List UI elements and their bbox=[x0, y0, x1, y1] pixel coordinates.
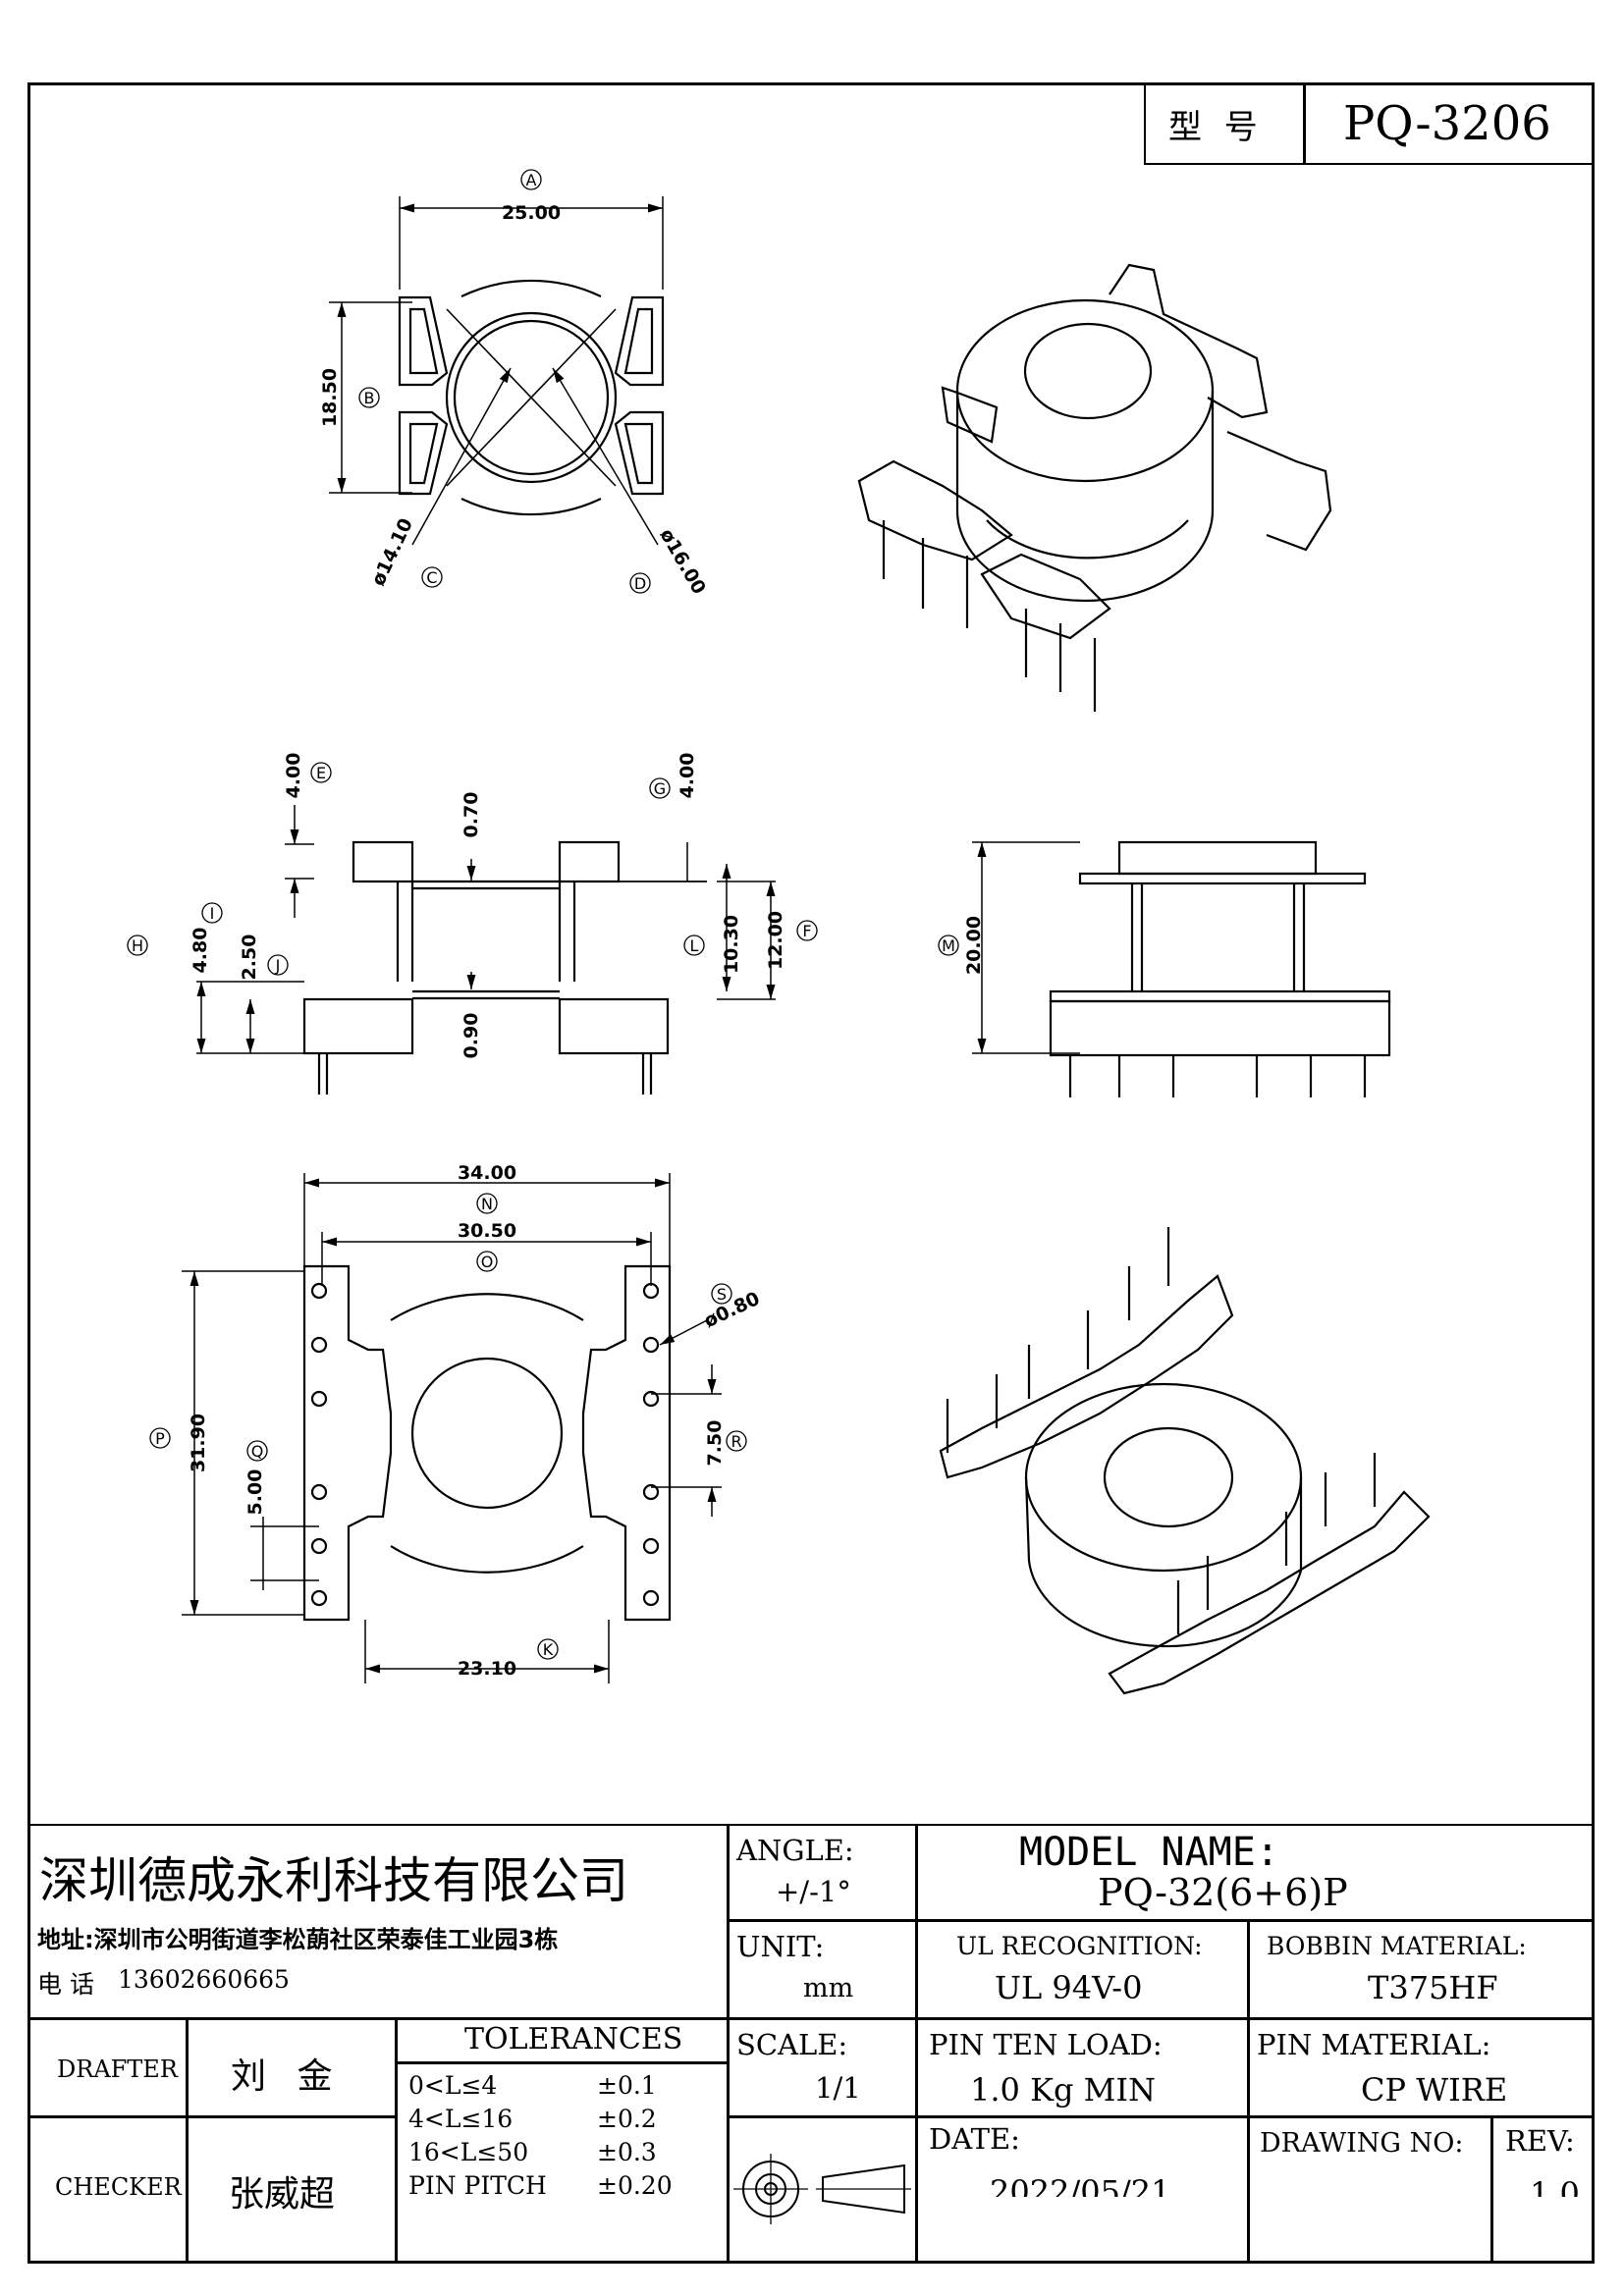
ul-recognition-value: UL 94V-0 bbox=[995, 1969, 1143, 2006]
checker-label: CHECKER bbox=[55, 2173, 182, 2201]
dim-g-tag: G bbox=[654, 779, 666, 798]
scale-label: SCALE: bbox=[736, 2028, 848, 2061]
rev-label: REV: bbox=[1505, 2124, 1575, 2158]
angle-value: +/-1° bbox=[776, 1875, 851, 1908]
dim-p-value: 31.90 bbox=[188, 1414, 209, 1472]
rev-value: 1.0 bbox=[1530, 2175, 1580, 2197]
dim-h-tag: H bbox=[132, 936, 143, 955]
dim-q-tag: Q bbox=[251, 1442, 264, 1461]
side-view bbox=[196, 805, 776, 1095]
tolerance-range: 16<L≤50 bbox=[408, 2138, 529, 2166]
dim-q-value: 5.00 bbox=[244, 1469, 266, 1516]
dim-b-tag: B bbox=[364, 389, 375, 407]
tolerance-row: 16<L≤50 ±0.3 bbox=[405, 2138, 719, 2171]
dim-r-value: 7.50 bbox=[704, 1420, 726, 1467]
dim-b-value: 18.50 bbox=[319, 368, 341, 427]
drawing-no-label: DRAWING NO: bbox=[1260, 2128, 1464, 2159]
company-address: 地址:深圳市公明街道李松蓢社区荣泰佳工业园3栋 bbox=[37, 1926, 559, 1953]
dim-o-value: 30.50 bbox=[458, 1220, 516, 1242]
bobbin-material-value: T375HF bbox=[1368, 1969, 1498, 2006]
title-block: 深圳德成永利科技有限公司 地址:深圳市公明街道李松蓢社区荣泰佳工业园3栋 电 话… bbox=[27, 1824, 1595, 2264]
top-view bbox=[329, 196, 665, 546]
rev-value-clip: 1.0 bbox=[1500, 2167, 1589, 2197]
technical-drawings: 25.00 A 18.50 B ø14.10 C ø16.00 D 4.00 E… bbox=[127, 169, 1431, 1695]
pin-material-label: PIN MATERIAL: bbox=[1257, 2028, 1491, 2061]
dim-a-tag: A bbox=[526, 171, 537, 189]
dim-r-tag: R bbox=[731, 1432, 741, 1451]
isometric-view-bottom bbox=[939, 1227, 1431, 1695]
front-view bbox=[972, 840, 1391, 1097]
dim-e-value: 4.00 bbox=[283, 753, 304, 799]
dim-l-tag: L bbox=[690, 936, 699, 955]
model-name-label: MODEL NAME: bbox=[1019, 1830, 1279, 1875]
dim-gap-top: 0.70 bbox=[460, 792, 482, 838]
pin-ten-load-value: 1.0 Kg MIN bbox=[970, 2071, 1157, 2109]
dim-s-tag: S bbox=[717, 1285, 727, 1304]
dim-f-value: 12.00 bbox=[765, 911, 786, 970]
checker-name: 张威超 bbox=[229, 2174, 336, 2215]
date-value-clip: 2022/05/21 bbox=[960, 2165, 1216, 2197]
type-label: 型 号 bbox=[1168, 108, 1264, 147]
tolerance-row: PIN PITCH ±0.20 bbox=[405, 2171, 719, 2205]
dim-a-value: 25.00 bbox=[502, 202, 561, 224]
dim-e-tag: E bbox=[316, 764, 326, 782]
dim-j-value: 2.50 bbox=[239, 934, 260, 981]
dim-d-value: ø16.00 bbox=[655, 525, 710, 598]
dim-k-value: 23.10 bbox=[458, 1658, 516, 1680]
dim-i-tag: I bbox=[210, 904, 215, 923]
dim-k-tag: K bbox=[543, 1640, 554, 1659]
type-label-box bbox=[1144, 82, 1306, 165]
model-name-value: PQ-32(6+6)P bbox=[1098, 1871, 1348, 1914]
date-value: 2022/05/21 bbox=[990, 2173, 1171, 2197]
dim-d-tag: D bbox=[634, 574, 646, 593]
tolerance-range: PIN PITCH bbox=[408, 2171, 547, 2200]
dim-g-value: 4.00 bbox=[677, 753, 698, 799]
company-name: 深圳德成永利科技有限公司 bbox=[39, 1852, 628, 1909]
isometric-view-top bbox=[857, 263, 1332, 712]
angle-label: ANGLE: bbox=[736, 1834, 854, 1867]
drafter-label: DRAFTER bbox=[57, 2056, 178, 2083]
drafter-name: 刘 金 bbox=[231, 2056, 343, 2097]
tolerance-row: 0<L≤4 ±0.1 bbox=[405, 2071, 719, 2105]
phone-label: 电 话 bbox=[37, 1970, 94, 1999]
dim-c-tag: C bbox=[426, 568, 437, 587]
projection-symbol bbox=[733, 2154, 911, 2224]
dim-l-value: 10.30 bbox=[721, 915, 742, 974]
dim-p-tag: P bbox=[155, 1429, 165, 1448]
tolerance-value: ±0.20 bbox=[597, 2171, 673, 2200]
tolerance-value: ±0.1 bbox=[597, 2071, 657, 2100]
pin-material-value: CP WIRE bbox=[1361, 2071, 1508, 2109]
tolerance-value: ±0.3 bbox=[597, 2138, 657, 2166]
dim-n-tag: N bbox=[481, 1195, 493, 1213]
part-number: PQ-3206 bbox=[1343, 96, 1551, 151]
dim-m-tag: M bbox=[942, 936, 955, 955]
bottom-view bbox=[182, 1173, 722, 1683]
dim-i-value: 4.80 bbox=[189, 928, 211, 974]
pin-ten-load-label: PIN TEN LOAD: bbox=[929, 2028, 1163, 2061]
dim-c-value: ø14.10 bbox=[367, 515, 417, 590]
tolerance-row: 4<L≤16 ±0.2 bbox=[405, 2105, 719, 2138]
tolerance-value: ±0.2 bbox=[597, 2105, 657, 2133]
dim-j-tag: J bbox=[275, 956, 281, 975]
dim-m-value: 20.00 bbox=[963, 916, 985, 975]
unit-label: UNIT: bbox=[736, 1930, 825, 1963]
scale-value: 1/1 bbox=[815, 2071, 861, 2105]
ul-recognition-label: UL RECOGNITION: bbox=[956, 1932, 1203, 1960]
tolerance-table: 0<L≤4 ±0.1 4<L≤16 ±0.2 16<L≤50 ±0.3 PIN … bbox=[405, 2067, 724, 2260]
bobbin-material-label: BOBBIN MATERIAL: bbox=[1267, 1932, 1527, 1960]
tolerances-title: TOLERANCES bbox=[464, 2022, 683, 2056]
dim-gap-bottom: 0.90 bbox=[460, 1013, 482, 1059]
dim-n-value: 34.00 bbox=[458, 1162, 516, 1184]
dim-f-tag: F bbox=[802, 922, 811, 940]
dim-o-tag: O bbox=[481, 1253, 494, 1271]
date-label: DATE: bbox=[929, 2122, 1020, 2156]
part-number-box bbox=[1303, 82, 1595, 165]
tolerance-range: 4<L≤16 bbox=[408, 2105, 514, 2133]
phone-number: 13602660665 bbox=[118, 1965, 290, 1994]
tolerance-range: 0<L≤4 bbox=[408, 2071, 498, 2100]
unit-value: mm bbox=[803, 1973, 854, 2003]
